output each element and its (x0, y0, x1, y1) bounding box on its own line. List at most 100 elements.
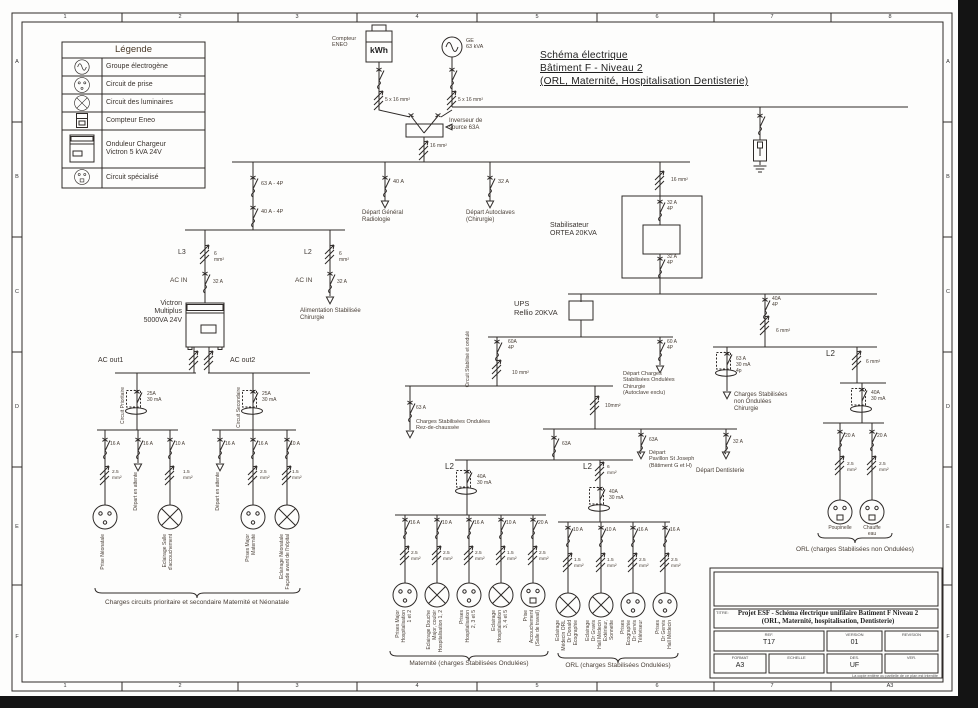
meter-label: Compteur ENEO (332, 36, 357, 49)
ac-out2-label: AC out2 (230, 357, 256, 364)
grid-ref: C (946, 289, 950, 295)
load-label: Eclairage Hospitalisation 3, 4 et 5 (491, 610, 509, 643)
load-label: Prise Accouchement (Salle de travail) (523, 610, 541, 647)
breaker-rating: 40 A (393, 179, 405, 185)
breaker-rating: 40A 4P (772, 296, 781, 308)
cable-size: 6 mm² (214, 251, 224, 263)
load-label: Chauffe eau (863, 525, 881, 537)
titleblock-format: A3 (735, 662, 745, 669)
titleblock-version-tag: VERSION (845, 632, 864, 637)
generator-icon (441, 36, 463, 58)
grid-ref: 6 (655, 14, 659, 20)
victron-label: Victron Multiplus 5000VA 24V (143, 300, 182, 324)
load-label: Poupinelle (828, 525, 852, 531)
cable-size: 6 mm² (776, 328, 791, 334)
legend-item: Compteur Eneo (106, 117, 156, 124)
breaker-rating: 20 A (877, 433, 888, 439)
page-title-line1: Schéma électrique (540, 50, 628, 61)
grid-ref: E (15, 524, 19, 530)
breaker-rating: 16 A (638, 527, 649, 533)
rcd-rating: 25A 30 mA (262, 391, 277, 403)
cable-size: 1.5 mm² (507, 551, 517, 562)
titleblock-des-tag: DES. (849, 655, 860, 660)
stabilizer-label: Stabilisateur ORTEA 20KVA (550, 222, 597, 238)
load-label: Prises Major Maternité (245, 534, 257, 562)
grid-ref: 3 (295, 683, 299, 689)
titleblock-ver-tag: VER. (906, 655, 917, 660)
grid-ref: D (946, 404, 950, 410)
cable-size: 2.5 mm² (639, 558, 649, 569)
grid-ref: 1 (63, 14, 67, 20)
grid-ref: 6 (655, 683, 659, 689)
load-label: Départ en attente (215, 472, 221, 511)
phase-label: L2 (583, 462, 592, 471)
cable-size: 1.5 mm² (183, 470, 193, 481)
circuit-name: Circuit Secondaire (236, 387, 242, 428)
cable-size: 2.5 mm² (411, 551, 421, 562)
cable-size: 2.5 mm² (671, 558, 681, 569)
load-label: Prises Dr Gervis Hall Médecin (655, 620, 673, 649)
breaker-rating: 10 A (442, 520, 453, 526)
departure-label: Départ Pavillon St Joseph (Bâtiment G et… (649, 450, 695, 469)
cable-size: 1.5 mm² (574, 558, 584, 569)
breaker-rating: 63 A (416, 405, 427, 411)
grid-ref: 2 (178, 683, 182, 689)
generator-label: GE 63 kVA (466, 38, 484, 51)
brace-maternite (389, 650, 549, 662)
grid-ref: E (946, 524, 950, 530)
page-title-line2: Bâtiment F - Niveau 2 (540, 63, 643, 74)
grid-ref: 5 (535, 14, 539, 20)
grid-ref: 2 (178, 14, 182, 20)
load-label: Prises Ecographie Dr Gervis Téléviseur (620, 620, 644, 646)
meter-display: kWh (370, 45, 388, 55)
ac-out1-label: AC out1 (98, 357, 124, 364)
legend-item: Onduleur Chargeur Victron 5 kVA 24V (106, 141, 166, 157)
cable-size: 1.5 mm² (292, 470, 302, 481)
inverter-legend-icon (69, 134, 95, 163)
grid-ref: A (15, 59, 19, 65)
busbars (97, 106, 908, 523)
cable-size: 2.5 mm² (879, 462, 889, 473)
rcd-rating: 40A 30 mA (609, 489, 624, 501)
grid-ticks (12, 13, 952, 691)
grid-ref: 5 (535, 683, 539, 689)
legend-table (61, 41, 206, 189)
breaker-rating: 32 A (498, 179, 510, 185)
titleblock-notice: La copie entière ou partielle de ce plan… (852, 673, 938, 678)
group-brace-label: Charges circuits prioritaire et secondai… (105, 599, 289, 606)
group-brace-label: ORL (charges Stabilisées non Ondulées) (796, 546, 914, 553)
load-label: Eclairage Salle d'accouchement (162, 534, 174, 571)
departure-label: Charges Stabilisées non Ondulées Chirurg… (734, 392, 788, 413)
cable-size: 2.5 mm² (112, 470, 122, 481)
load-label: Eclairage Médecin ORL Dr Donald Ecograph… (555, 620, 579, 651)
schematic-drawing (11, 12, 953, 692)
page-title-line3: (ORL, Maternité, Hospitalisation Dentist… (540, 76, 749, 87)
load-label: Eclairage Néonatale Façade avant de l'hô… (279, 534, 291, 590)
breaker-rating: 32 A 4P (667, 254, 678, 266)
phase-label: L2 (304, 249, 312, 256)
circuit-name: Circuit Prioritaire (120, 387, 126, 424)
breaker-rating: 40 A - 4P (261, 209, 284, 215)
cable-size: 16 mm² (430, 143, 447, 149)
brace-orl (557, 652, 679, 664)
departure-label: Départ Autoclaves (Chirurgie) (466, 210, 515, 224)
breaker-rating: 10 A (175, 441, 186, 447)
cable-size: 1.5 mm² (607, 558, 617, 569)
grid-ref: A (946, 59, 950, 65)
grid-ref: F (15, 634, 19, 640)
titleblock-titre-tag: TITRE: (716, 610, 729, 615)
titleblock-format-tag: FORMAT (731, 655, 749, 660)
grid-ref: 1 (63, 683, 67, 689)
breaker-rating: 63A (649, 437, 658, 443)
titleblock-version: 01 (850, 639, 859, 646)
titleblock-revision-tag: REVISION (901, 632, 922, 637)
departure-label: Alimentation Stabilisée Chirurgie (300, 308, 361, 322)
cable-size: 5 x 16 mm² (385, 97, 411, 103)
rcd-symbols (125, 351, 872, 512)
breaker-rating: 32 A (213, 279, 224, 285)
legend-item: Circuit spécialisé (106, 174, 159, 181)
breaker-rating: 16 A (474, 520, 485, 526)
breaker-rating: 16 A (670, 527, 681, 533)
cable-size: 2.5 mm² (443, 551, 453, 562)
schematic-page: 1 2 3 4 5 6 7 8 1 2 3 4 5 6 7 A3 A B C D… (0, 0, 958, 696)
